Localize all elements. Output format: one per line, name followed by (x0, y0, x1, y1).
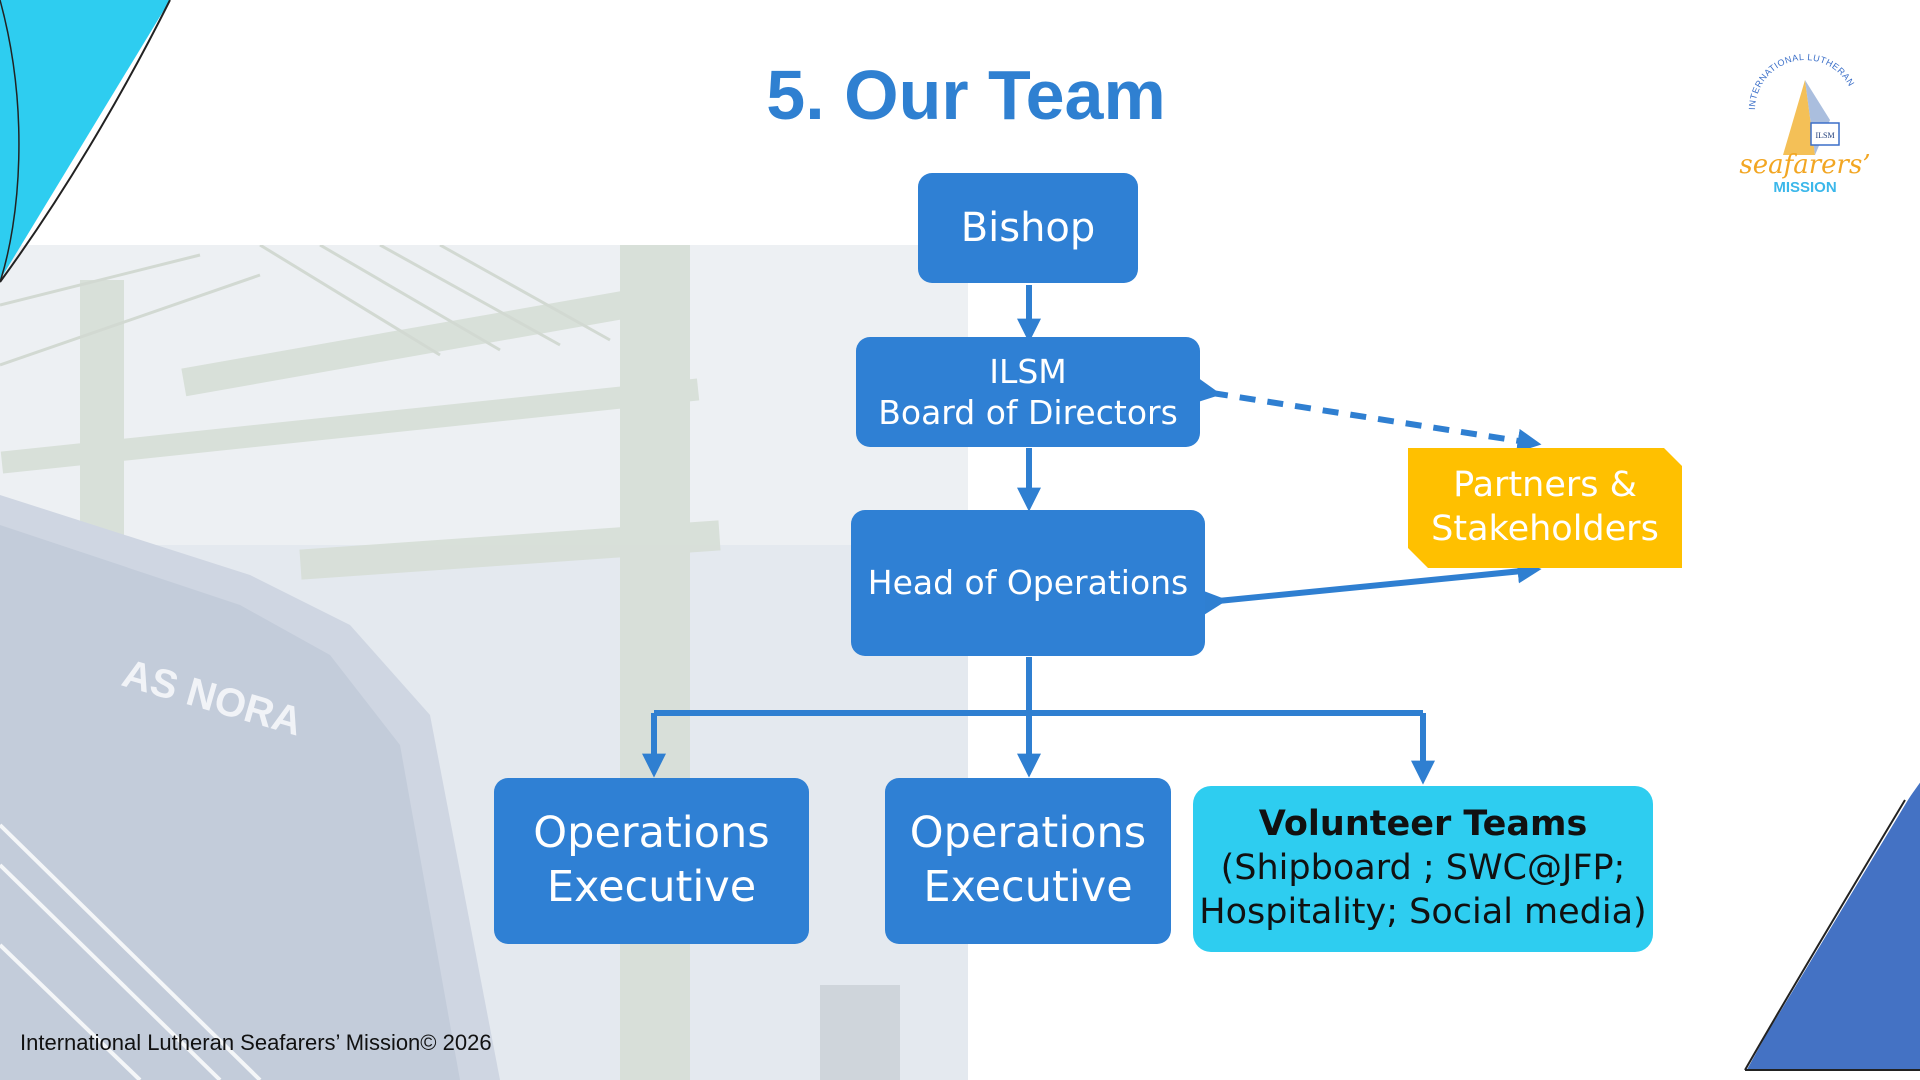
head-label: Head of Operations (867, 563, 1189, 603)
exec2-label-line1: Operations (909, 808, 1147, 859)
corner-decoration-top-left (0, 0, 171, 283)
volunteer-line2: Hospitality; Social media) (1199, 891, 1647, 932)
partners-label-line2: Stakeholders (1431, 509, 1659, 549)
bishop-label: Bishop (960, 205, 1096, 251)
exec1-label-line2: Executive (546, 862, 757, 912)
volunteer-heading: Volunteer Teams (1258, 804, 1588, 845)
logo-badge-text: ILSM (1815, 131, 1834, 140)
copyright-footer: International Lutheran Seafarers’ Missio… (20, 1030, 492, 1055)
exec2-label-line2: Executive (923, 862, 1133, 912)
exec1-label-line1: Operations (533, 808, 770, 859)
board-label-line2: Board of Directors (878, 393, 1178, 432)
background-port-photo: AS NORA (0, 245, 968, 1080)
volunteer-line1: (Shipboard ; SWC@JFP; (1220, 848, 1626, 889)
head-of-operations-box: Head of Operations (851, 510, 1205, 656)
arrow-board-partners-dashed (1195, 378, 1542, 453)
partners-box: Partners & Stakeholders (1408, 448, 1682, 568)
operations-executive-box-2: Operations Executive (885, 778, 1171, 944)
corner-decoration-bottom-right (1743, 780, 1920, 1071)
board-label-line1: ILSM (989, 351, 1067, 391)
slide-title: 5. Our Team (766, 56, 1166, 134)
partners-label-line1: Partners & (1453, 465, 1637, 506)
board-box: ILSM Board of Directors (856, 337, 1200, 447)
ilsm-logo: INTERNATIONAL LUTHERAN ILSM seafarers’ M… (1725, 35, 1885, 200)
logo-script-text: seafarers’ (1739, 150, 1870, 180)
volunteer-teams-box: Volunteer Teams (Shipboard ; SWC@JFP; Ho… (1193, 786, 1653, 952)
bishop-box: Bishop (918, 173, 1138, 283)
logo-word-text: MISSION (1773, 179, 1836, 196)
arrow-head-partners (1202, 559, 1542, 615)
operations-executive-box-1: Operations Executive (494, 778, 809, 944)
